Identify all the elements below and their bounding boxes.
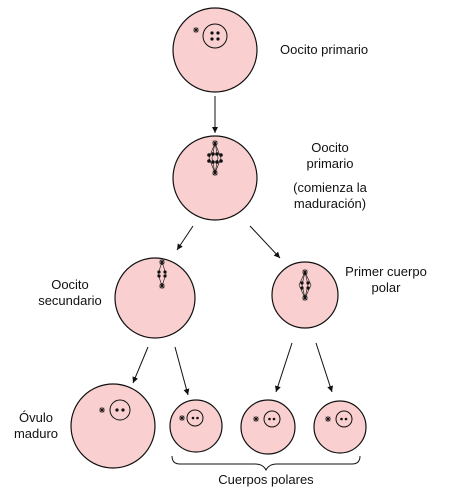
mature-ovum-cell [70, 383, 156, 469]
arrow-3a [132, 346, 149, 384]
label-first-polar-body-line1: Primer cuerpo [345, 264, 427, 279]
label-maturing-primary-oocyte-line2: primario [306, 156, 354, 171]
polar-body-1 [169, 399, 223, 453]
label-mature-ovum-line2: maduro [13, 426, 59, 441]
arrow-3d [315, 342, 333, 393]
polar-body-3 [313, 400, 367, 454]
label-polar-bodies: Cuerpos polares [218, 472, 314, 487]
label-first-polar-body-line2: polar [371, 280, 401, 295]
arrow-2-left [176, 225, 194, 251]
label-secondary-oocyte: Oocito secundario [30, 277, 110, 309]
arrow-3c [275, 342, 293, 393]
label-maturing-primary-oocyte-line1: Oocito [311, 140, 349, 155]
polar-bodies-brace [171, 455, 361, 472]
label-secondary-oocyte-line2: secundario [38, 293, 102, 308]
label-maturation-note: (comienza la maduración) [278, 180, 382, 212]
arrow-3b [174, 346, 190, 396]
label-secondary-oocyte-line1: Oocito [51, 277, 89, 292]
polar-body-2 [240, 399, 296, 455]
label-maturation-note-line2: maduración) [293, 196, 367, 211]
label-primary-oocyte: Oocito primario [280, 42, 369, 57]
maturing-primary-oocyte-cell [172, 135, 258, 221]
arrow-2-right [249, 225, 281, 259]
first-polar-body-cell [271, 261, 339, 329]
label-mature-ovum-line1: Óvulo [19, 410, 53, 425]
label-maturing-primary-oocyte: Oocito primario [290, 140, 370, 172]
label-first-polar-body: Primer cuerpo polar [336, 264, 436, 296]
primary-oocyte-cell [172, 7, 258, 93]
secondary-oocyte-cell [114, 257, 196, 339]
label-mature-ovum: Óvulo maduro [6, 410, 66, 442]
label-maturation-note-line1: (comienza la [293, 180, 367, 195]
